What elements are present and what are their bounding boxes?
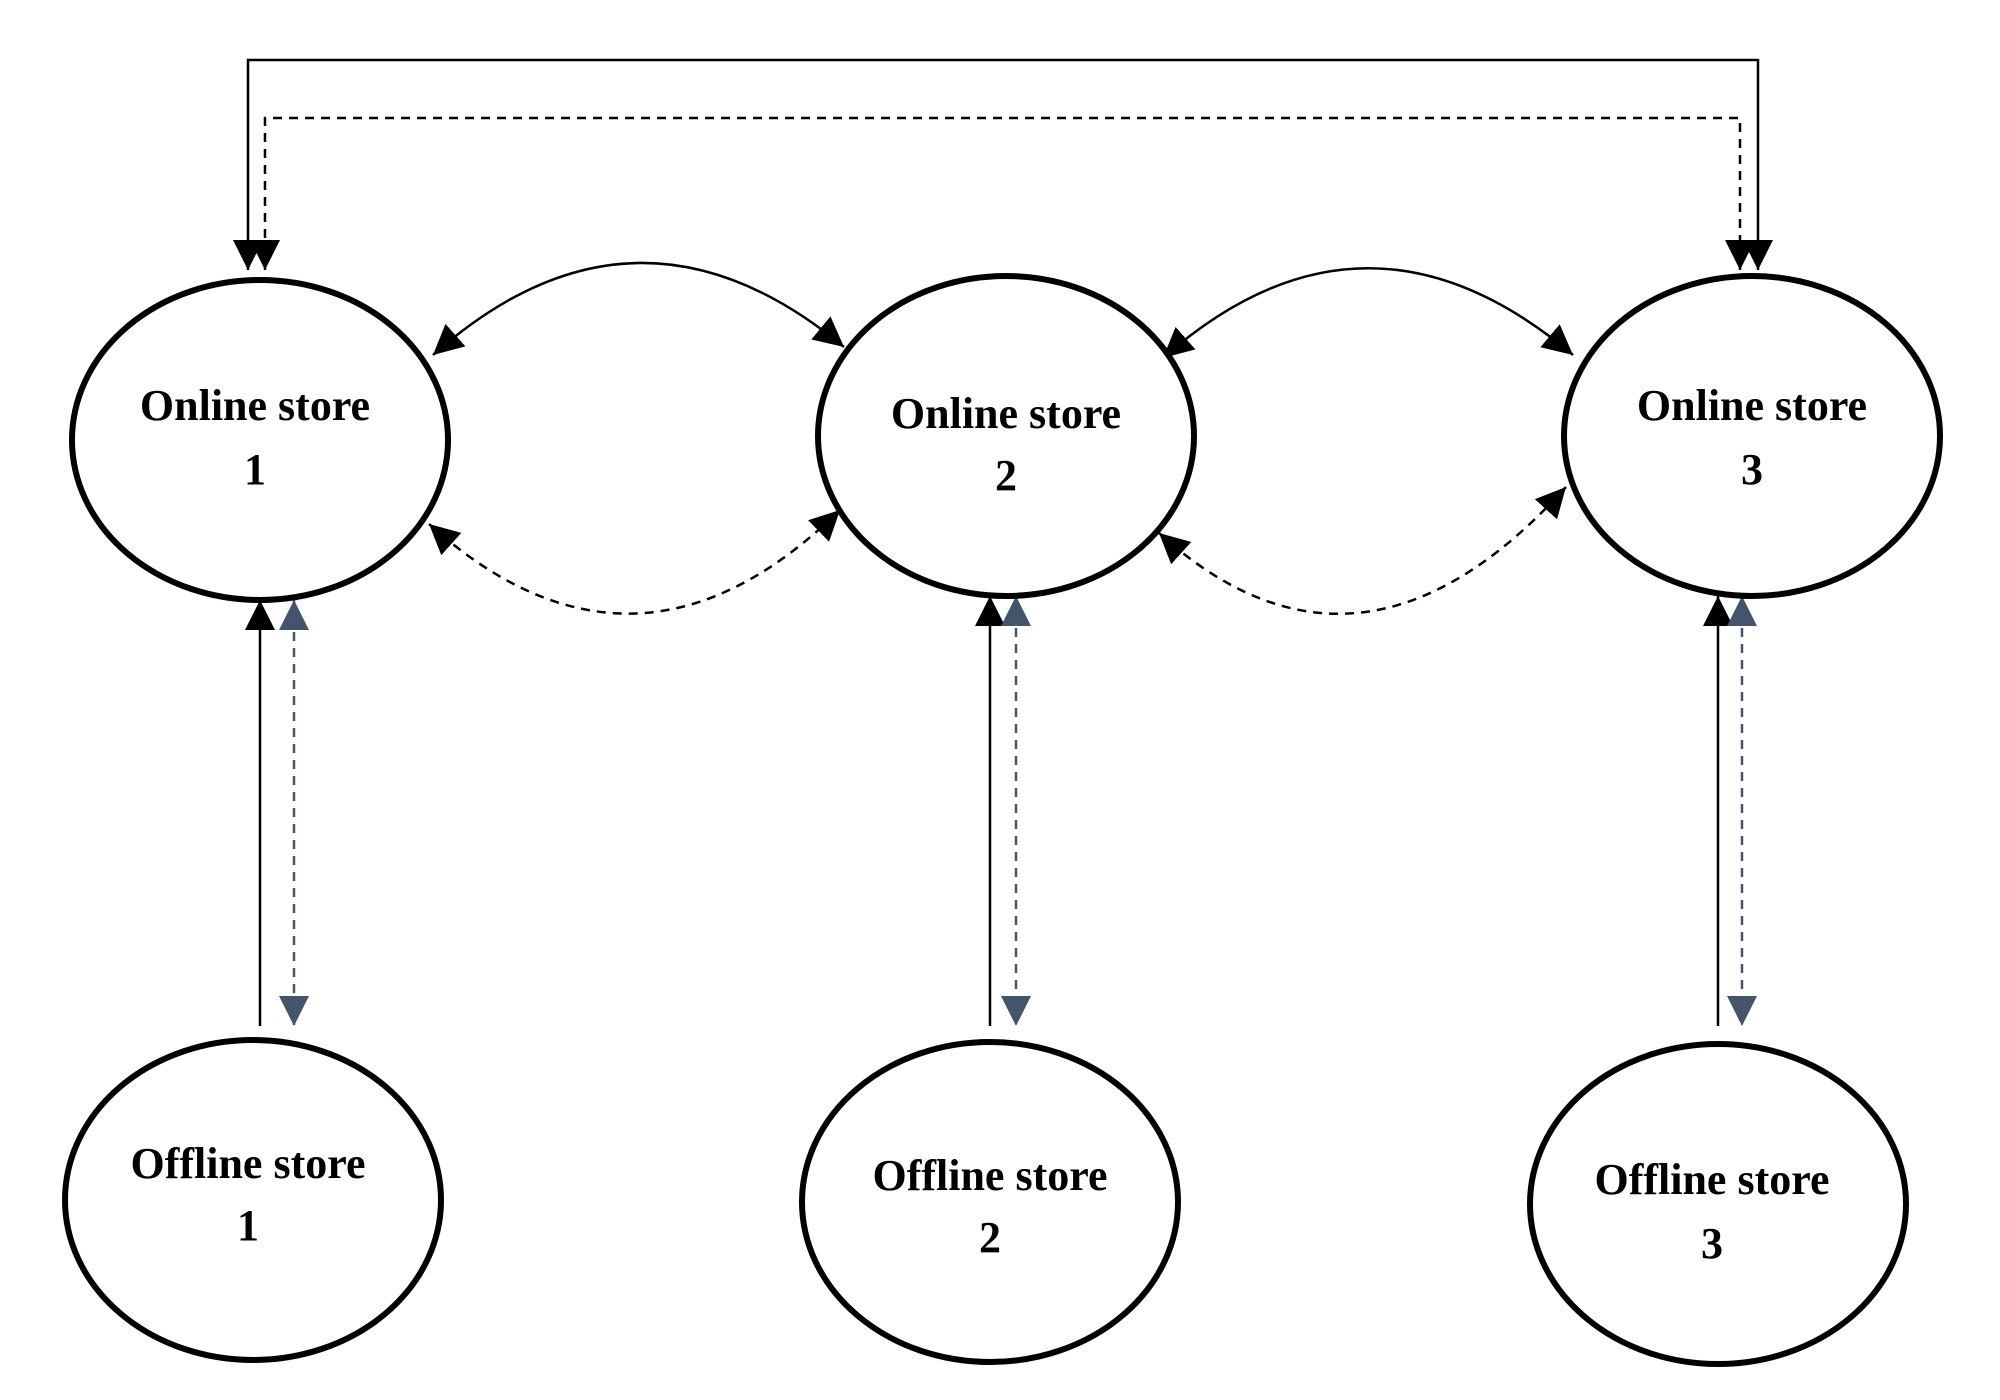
- node-online-store-3-number: 3: [1741, 445, 1763, 494]
- edge-online2-online3-dashed: [1158, 486, 1567, 616]
- node-online-store-2-number: 2: [995, 451, 1017, 500]
- node-online-store-2: Online store 2: [815, 273, 1197, 599]
- edge-online1-online3-solid: [233, 58, 1773, 270]
- edge-online1-online2-solid: [432, 261, 845, 356]
- node-offline-store-2-label: Offline store: [872, 1151, 1107, 1200]
- node-online-store-3-label: Online store: [1637, 381, 1867, 430]
- node-offline-store-3-label: Offline store: [1594, 1155, 1829, 1204]
- edge-online1-online3-dashed: [250, 116, 1755, 270]
- edge-online1-online2-dashed: [428, 509, 841, 615]
- node-offline-store-2-number: 2: [979, 1213, 1001, 1262]
- node-offline-store-3-number: 3: [1701, 1219, 1723, 1268]
- node-online-store-1-label: Online store: [140, 381, 370, 430]
- node-offline-store-2: Offline store 2: [799, 1039, 1181, 1365]
- node-online-store-1-number: 1: [244, 445, 266, 494]
- node-offline-store-1: Offline store 1: [62, 1037, 444, 1363]
- node-offline-store-3: Offline store 3: [1527, 1041, 1909, 1367]
- edge-online2-online3-solid: [1162, 267, 1574, 359]
- node-online-store-2-label: Online store: [891, 389, 1121, 438]
- node-online-store-3: Online store 3: [1561, 273, 1943, 599]
- node-online-store-1: Online store 1: [69, 277, 451, 603]
- node-offline-store-1-number: 1: [237, 1201, 259, 1250]
- node-offline-store-1-label: Offline store: [130, 1139, 365, 1188]
